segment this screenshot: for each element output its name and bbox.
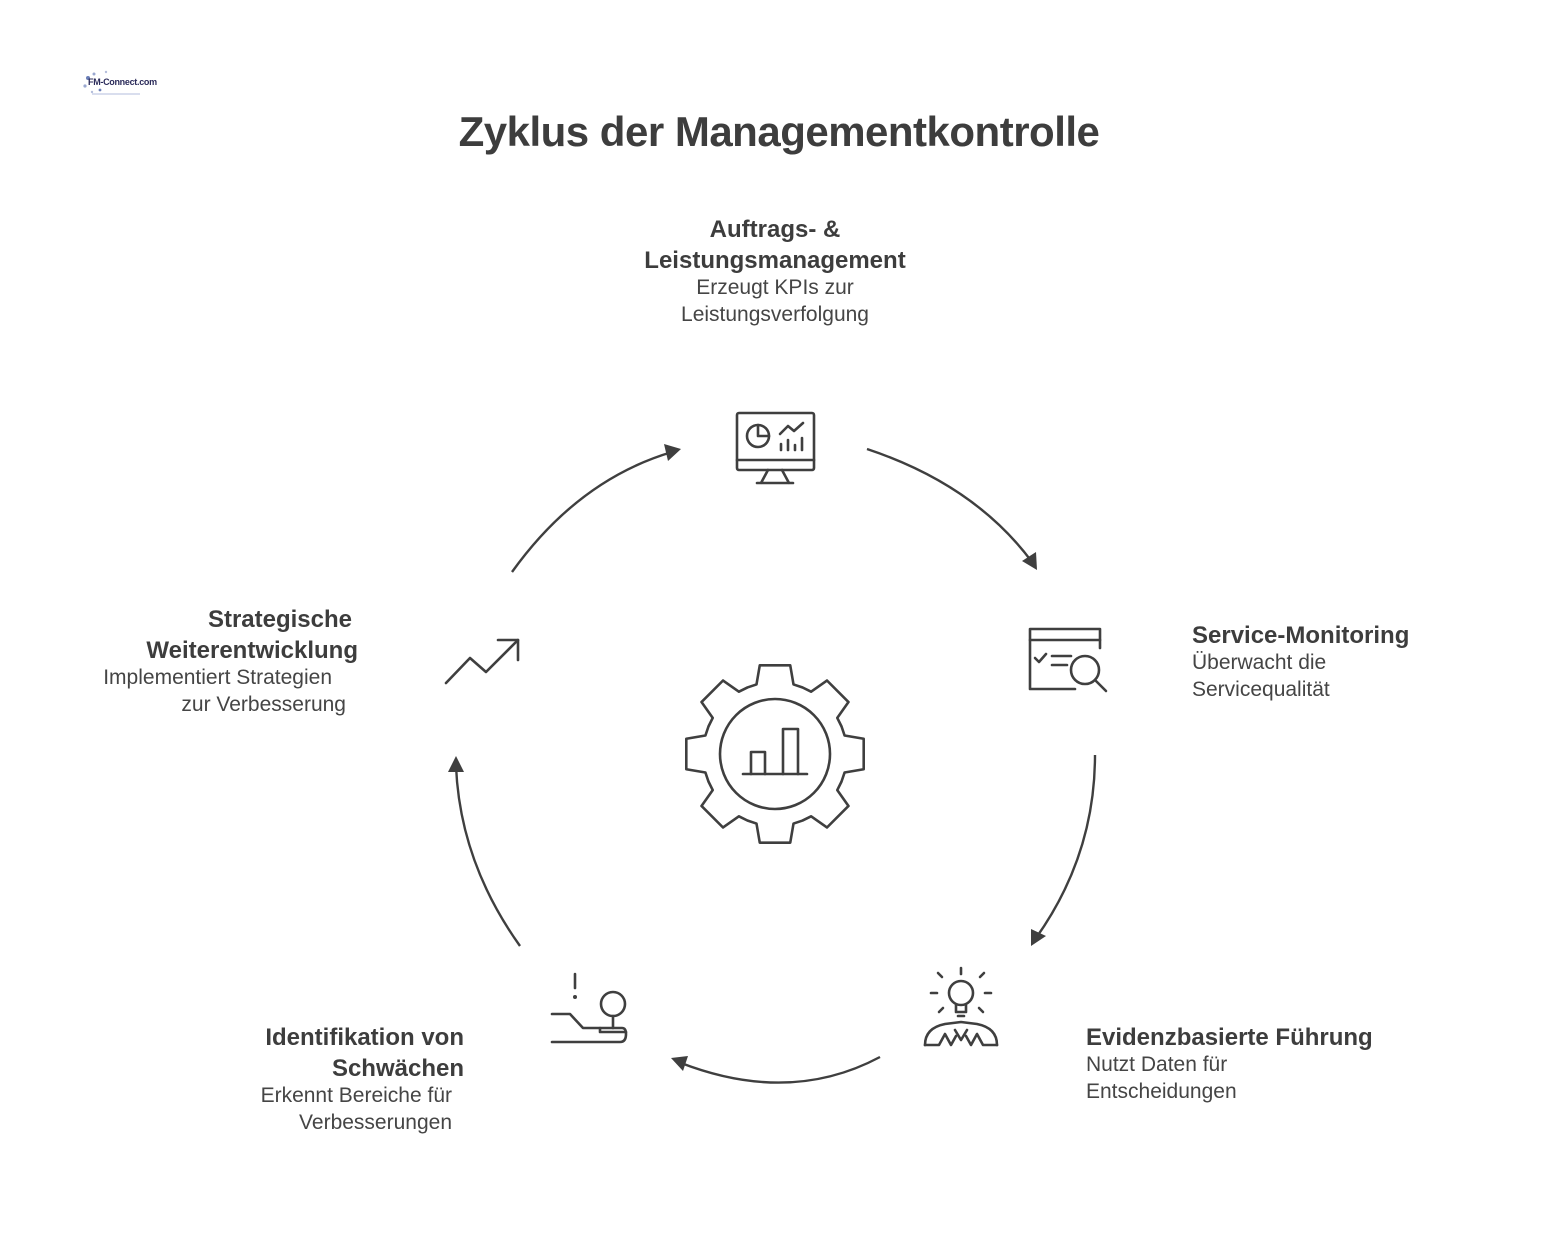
- stage-description: Erzeugt KPIs zur: [696, 276, 854, 299]
- stage-identifikation-schwaechen: Identifikation von Schwächen Erkennt Ber…: [160, 1022, 464, 1136]
- stage-strategische-weiterentwicklung: Strategische Weiterentwicklung Implement…: [40, 604, 358, 718]
- stage-service-monitoring: Service-Monitoring Überwacht die Service…: [1192, 620, 1522, 703]
- cycle-arrow-5: [448, 756, 521, 947]
- trend-up-icon: [444, 638, 520, 685]
- stage-description: Entscheidungen: [1086, 1080, 1237, 1103]
- stage-title: Weiterentwicklung: [146, 637, 358, 664]
- stage-description: Servicequalität: [1192, 678, 1330, 701]
- stage-description: Verbesserungen: [299, 1111, 452, 1134]
- stage-description: Erkennt Bereiche für: [260, 1084, 452, 1107]
- brand-logo: FM-Connect.com: [80, 68, 157, 100]
- logo-mark-icon: [83, 70, 140, 95]
- stage-description: Überwacht die: [1192, 651, 1327, 674]
- stage-evidenzbasierte-fuehrung: Evidenzbasierte Führung Nutzt Daten für …: [1086, 1022, 1446, 1105]
- cycle-arrow-4: [671, 1055, 881, 1084]
- stage-description: Leistungsverfolgung: [681, 303, 869, 326]
- stage-title: Leistungsmanagement: [644, 247, 906, 274]
- stage-description: Nutzt Daten für: [1086, 1053, 1228, 1076]
- stage-auftrags-leistungsmanagement: Auftrags- & Leistungsmanagement Erzeugt …: [575, 214, 975, 328]
- stage-title: Auftrags- &: [709, 216, 841, 243]
- stage-title: Evidenzbasierte Führung: [1086, 1024, 1373, 1051]
- window-search-icon: [1028, 627, 1108, 693]
- cycle-arrow-1: [511, 444, 681, 573]
- logo-text: FM-Connect.com: [88, 77, 157, 87]
- monitor-dashboard-icon: [735, 411, 816, 485]
- gear-chart-icon: [685, 664, 865, 844]
- stage-description: Implementiert Strategien: [103, 666, 332, 689]
- cycle-arrow-2: [866, 447, 1037, 570]
- stage-description: zur Verbesserung: [181, 693, 346, 716]
- stage-title: Service-Monitoring: [1192, 622, 1410, 649]
- stage-title: Schwächen: [331, 1055, 464, 1082]
- stage-title: Strategische: [207, 606, 352, 633]
- gear-outline: [685, 664, 865, 844]
- page-title: Zyklus der Managementkontrolle: [458, 108, 1100, 155]
- stage-title: Identifikation von: [265, 1024, 464, 1051]
- cycle-arrow-3: [1031, 754, 1097, 946]
- joystick-alert-icon: [550, 972, 628, 1044]
- person-lightbulb-icon: [923, 966, 999, 1047]
